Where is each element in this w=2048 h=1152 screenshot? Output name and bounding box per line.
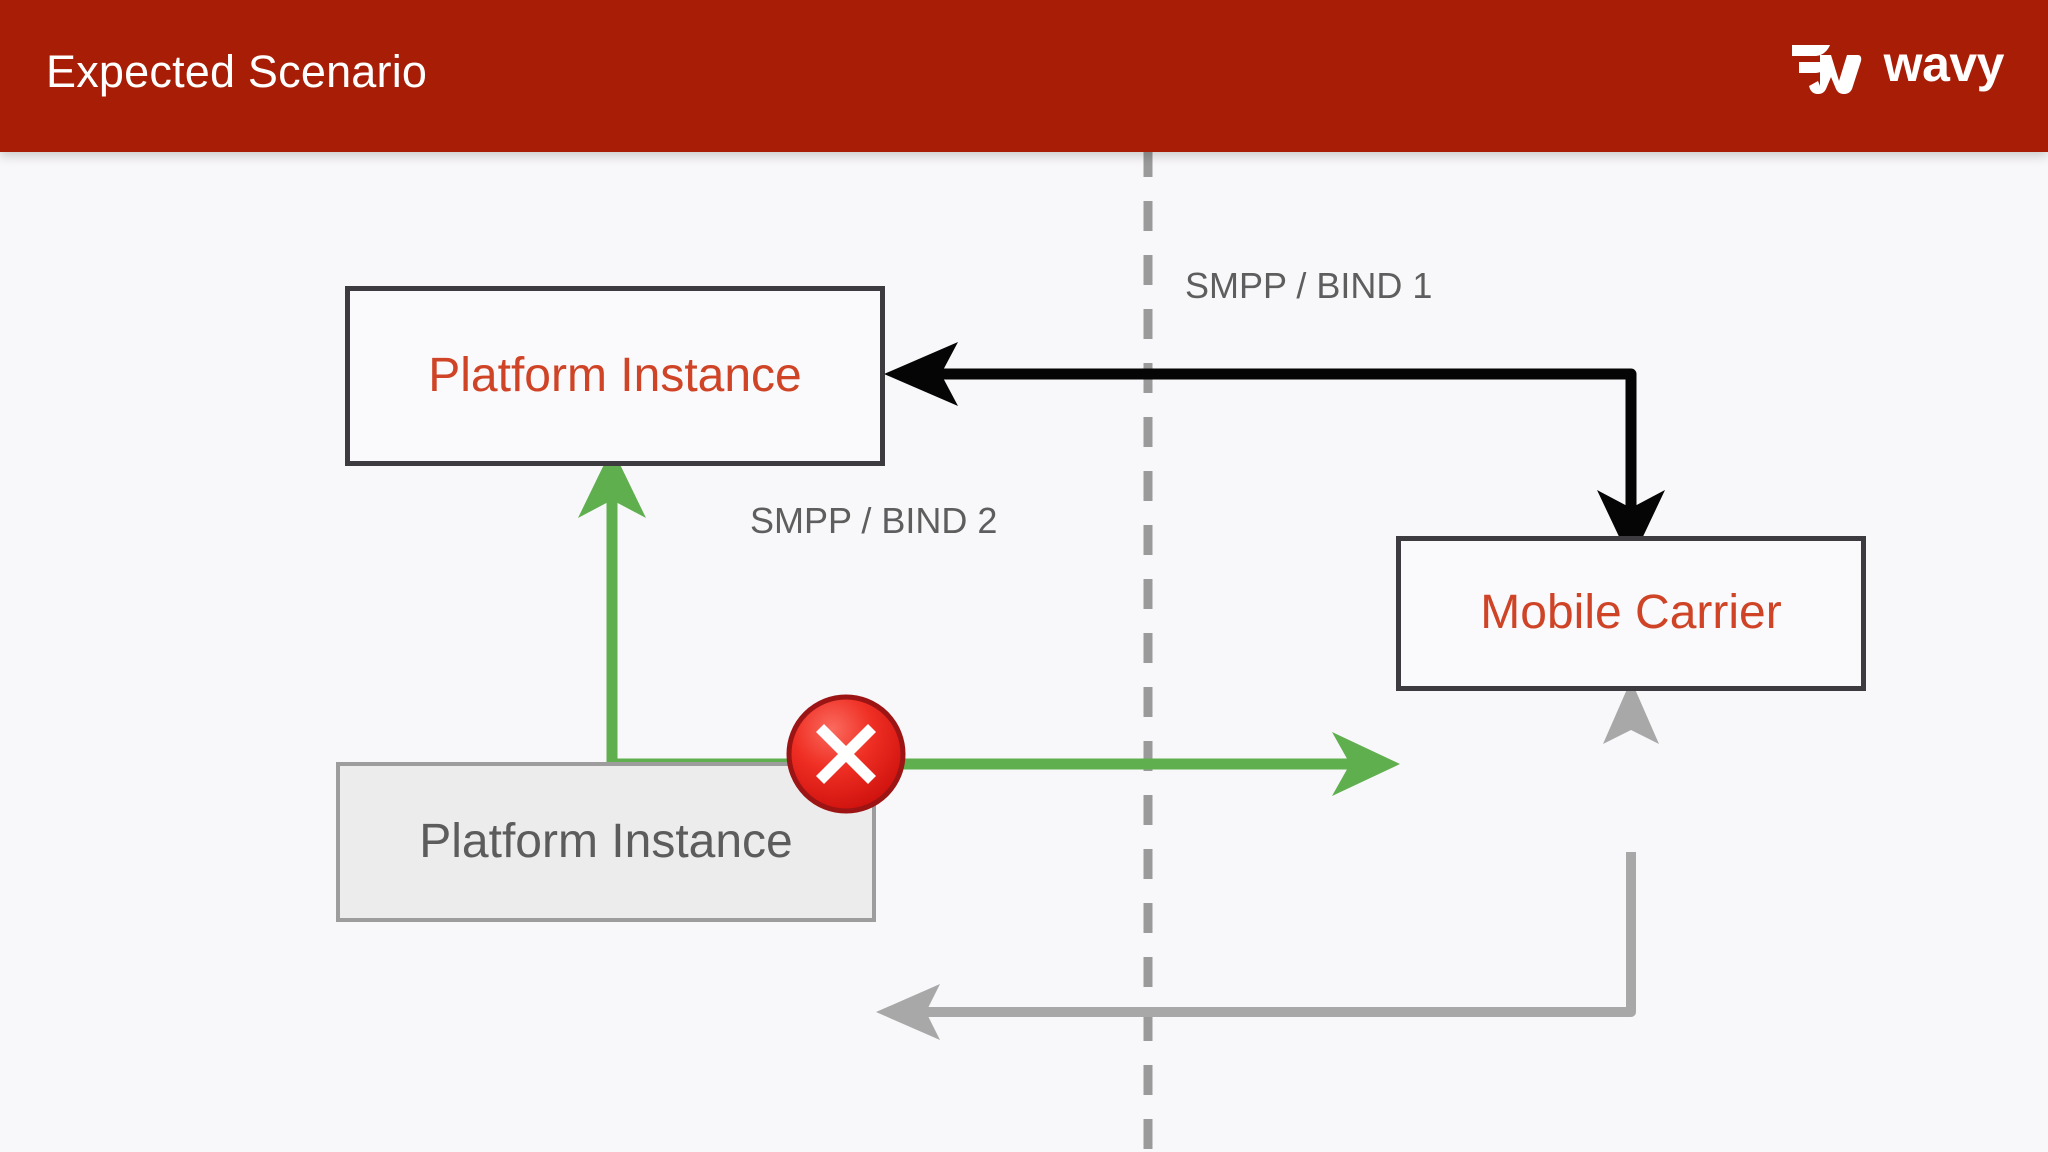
page-title: Expected Scenario xyxy=(46,46,428,97)
brand-logo: wavy xyxy=(1790,28,2005,104)
edge-label-bind-1: SMPP / BIND 1 xyxy=(1185,265,1433,306)
brand-name: wavy xyxy=(1883,36,2005,92)
wavy-w-wing-logo-icon xyxy=(1791,45,1861,94)
node-mobile-carrier[interactable]: Mobile Carrier xyxy=(1396,536,1866,691)
node-platform-instance-active[interactable]: Platform Instance xyxy=(345,286,885,466)
edge-blocked-link xyxy=(876,680,1659,1040)
node-label: Platform Instance xyxy=(428,348,802,402)
error-cross-icon xyxy=(786,694,906,814)
node-label: Platform Instance xyxy=(419,814,793,868)
diagram-canvas: Platform Instance Mobile Carrier Platfor… xyxy=(0,152,2048,1152)
node-label: Mobile Carrier xyxy=(1480,586,1782,640)
diagram-edges xyxy=(578,152,1665,1152)
node-platform-instance-disabled[interactable]: Platform Instance xyxy=(336,762,876,922)
slide-header: Expected Scenario wavy xyxy=(0,0,2048,152)
edge-label-bind-2: SMPP / BIND 2 xyxy=(750,500,998,541)
edge-bind-1 xyxy=(884,342,1665,562)
